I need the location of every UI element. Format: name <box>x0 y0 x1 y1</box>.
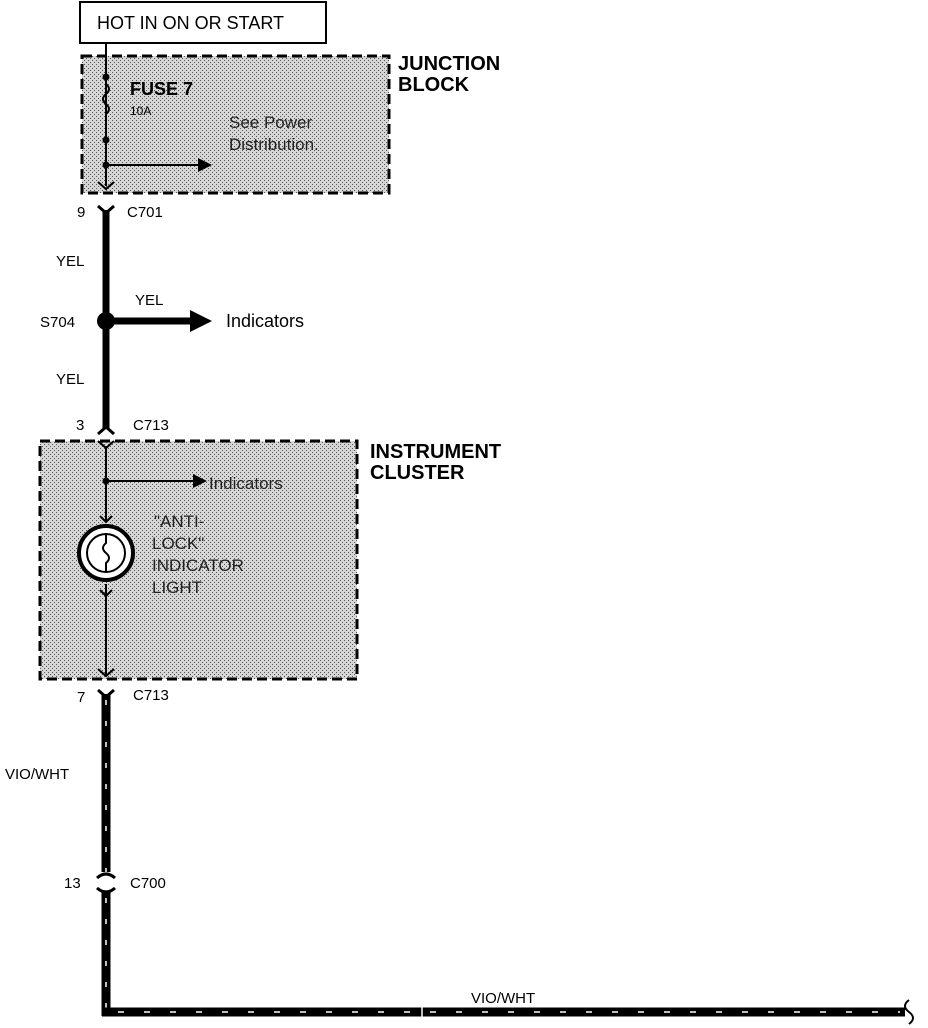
light-label-4: LIGHT <box>152 578 202 597</box>
cluster-branch-target: Indicators <box>209 474 283 493</box>
bulb-filament <box>102 535 110 571</box>
power-source-box <box>79 1 327 44</box>
c700-label: C700 <box>130 875 166 892</box>
c700-upper-arc <box>96 872 116 880</box>
fuse-rating: 10A <box>130 104 151 118</box>
c701-pin: 9 <box>77 204 85 221</box>
power-note-2: Distribution. <box>229 135 319 154</box>
instrument-cluster-title-1: INSTRUMENT <box>370 441 501 463</box>
power-source-label: HOT IN ON OR START <box>97 13 284 33</box>
c701-female-chevron <box>97 181 115 191</box>
wire-continuation-break-icon <box>904 999 914 1025</box>
junction-block: JUNCTION BLOCK FUSE 7 10A See Power Dist… <box>80 43 500 195</box>
c701-label: C701 <box>127 204 163 221</box>
junction-block-box <box>80 54 391 195</box>
s704-branch-wire-color: YEL <box>135 292 163 309</box>
connector-c713-bottom: 7 C713 <box>77 687 169 706</box>
light-label-3: INDICATOR <box>152 556 244 575</box>
light-label-2: LOCK" <box>152 534 204 553</box>
junction-block-title-1: JUNCTION <box>398 53 500 75</box>
power-source: HOT IN ON OR START <box>79 1 327 44</box>
yel-label-lower: YEL <box>56 371 84 388</box>
s704-branch-target: Indicators <box>226 311 304 331</box>
c700-pin: 13 <box>64 875 81 892</box>
c713-bottom-female-chevron <box>97 668 115 678</box>
yel-label-upper: YEL <box>56 253 84 270</box>
vio-wht-wire-vertical: VIO/WHT <box>5 694 111 1016</box>
light-label-1: "ANTI- <box>154 512 204 531</box>
splice-s704: S704 YEL Indicators <box>40 292 304 332</box>
instrument-cluster: INSTRUMENT CLUSTER Indicators "ANTI- LOC… <box>38 439 501 681</box>
bulb-lead-top <box>99 515 113 524</box>
c713-top-label: C713 <box>133 417 169 434</box>
vio-wht-wire-horizontal: VIO/WHT <box>102 990 914 1025</box>
fuse-terminal-top <box>102 73 110 81</box>
fuse-name: FUSE 7 <box>130 79 193 99</box>
c713-bottom-pin: 7 <box>77 689 85 706</box>
junction-block-title-2: BLOCK <box>398 74 470 96</box>
connector-c700: 13 C700 <box>64 872 166 894</box>
vio-wht-vertical-label: VIO/WHT <box>5 766 69 783</box>
vio-wht-horizontal-label: VIO/WHT <box>471 990 535 1007</box>
c713-top-male-chevron <box>97 425 115 436</box>
bulb-inner-ring <box>86 533 126 573</box>
power-note-1: See Power <box>229 113 312 132</box>
s704-branch-arrow <box>190 310 212 332</box>
connector-c713-top: 3 C713 <box>76 417 169 436</box>
instrument-cluster-title-2: CLUSTER <box>370 462 465 484</box>
c713-top-pin: 3 <box>76 417 84 434</box>
c700-lower-arc <box>96 886 116 894</box>
fuse-7-symbol <box>102 83 110 115</box>
fuse-terminal-bottom <box>102 136 110 144</box>
s704-label: S704 <box>40 314 75 331</box>
c713-bottom-label: C713 <box>133 687 169 704</box>
cluster-indicators-arrow <box>193 474 207 488</box>
power-distribution-arrow <box>198 158 212 172</box>
